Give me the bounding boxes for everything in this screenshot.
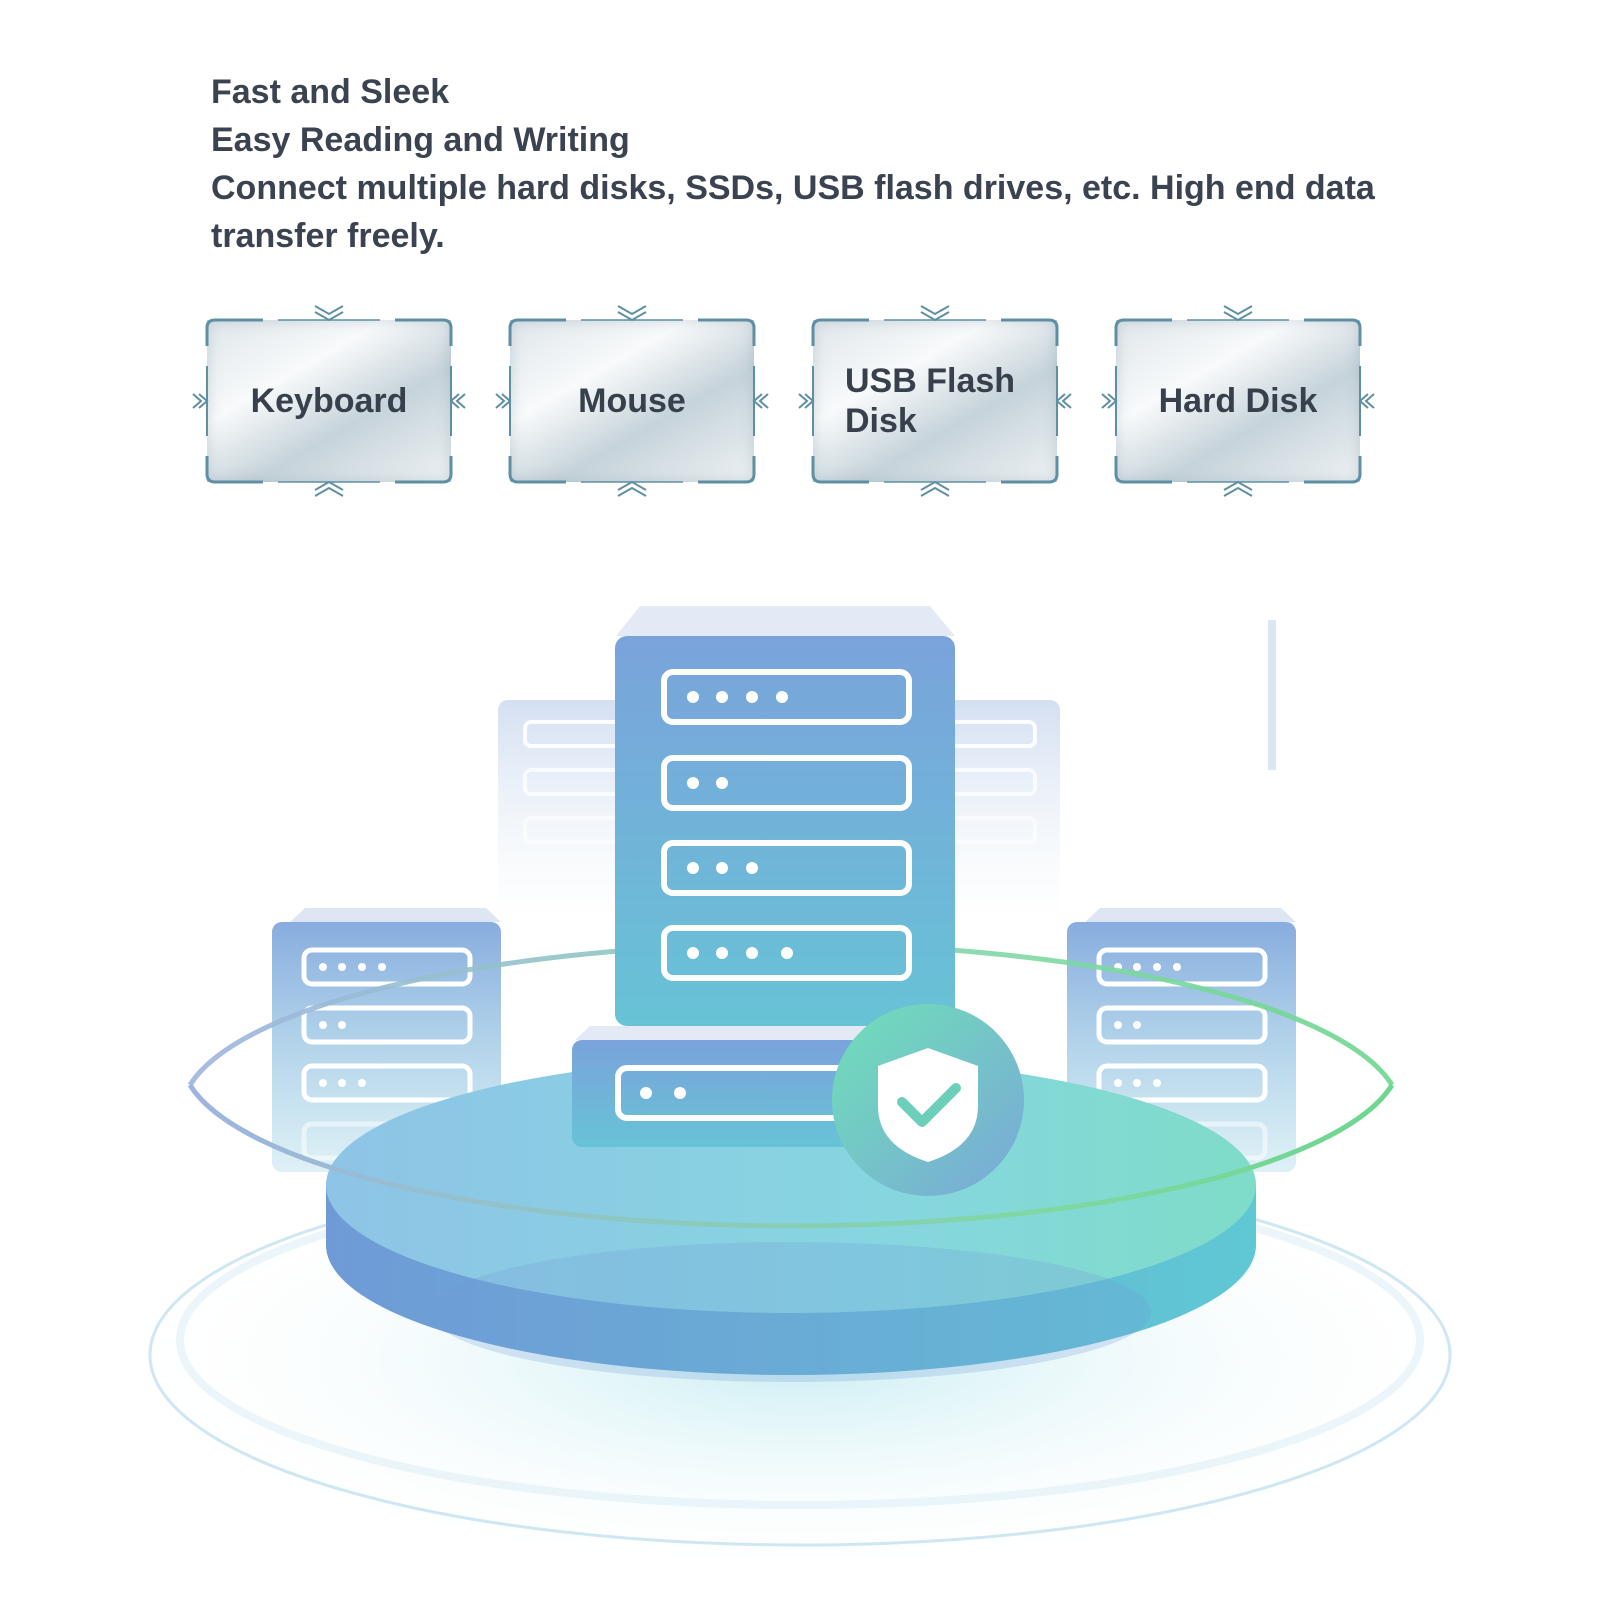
device-label: USB Flash Disk bbox=[845, 362, 1016, 440]
device-label: Keyboard bbox=[250, 382, 408, 420]
light-bar bbox=[1268, 620, 1276, 770]
ghost-server-left bbox=[498, 700, 628, 920]
device-label: Mouse bbox=[578, 382, 686, 420]
platform bbox=[326, 1057, 1256, 1382]
headline-line-1: Fast and Sleek bbox=[211, 73, 450, 111]
server-rack-icon bbox=[615, 606, 955, 1026]
headline-line-2: Easy Reading and Writing bbox=[211, 121, 630, 159]
tech-frame-icon bbox=[1101, 305, 1375, 497]
device-card-hard-disk: Hard Disk bbox=[1101, 305, 1375, 497]
device-card-keyboard: Keyboard bbox=[192, 305, 466, 497]
device-label: Hard Disk bbox=[1158, 382, 1318, 420]
headline-line-3: Connect multiple hard disks, SSDs, USB f… bbox=[211, 169, 1375, 255]
tech-frame-icon bbox=[798, 305, 1072, 497]
device-cards: Keyboard Mouse bbox=[0, 0, 1601, 520]
device-card-mouse: Mouse bbox=[495, 305, 769, 497]
orbit-ring-front bbox=[187, 1083, 1395, 1229]
tech-frame-icon bbox=[495, 305, 769, 497]
server-illustration bbox=[100, 606, 1500, 1580]
tech-frame-icon bbox=[192, 305, 466, 497]
headline-block: Fast and Sleek Easy Reading and Writing … bbox=[211, 68, 1451, 260]
server-rack-icon bbox=[572, 1026, 902, 1147]
shield-check-icon bbox=[832, 1004, 1024, 1196]
device-card-usb-flash-disk: USB Flash Disk bbox=[798, 305, 1072, 497]
